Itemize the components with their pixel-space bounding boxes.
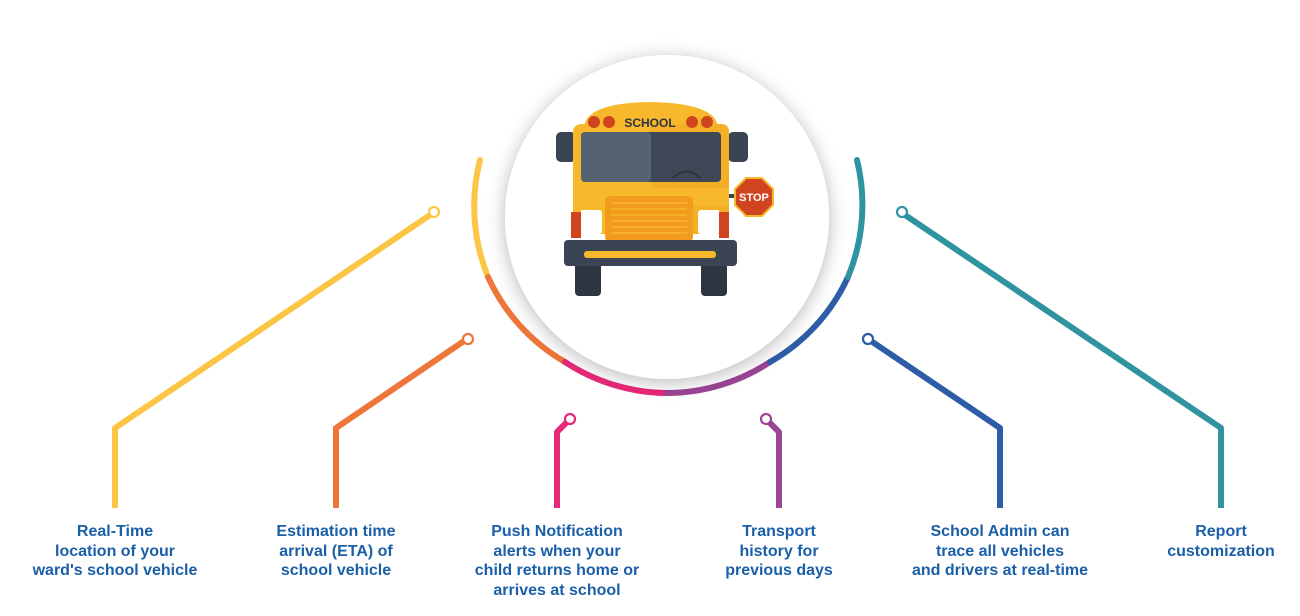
feature-transport-history: Transport history for previous days	[664, 522, 894, 581]
ring-arc-teal	[845, 157, 866, 280]
connector-eta	[333, 338, 466, 508]
feature-line: alerts when your	[493, 542, 621, 560]
connector-report-customization	[903, 212, 1224, 508]
feature-line: School Admin can	[930, 523, 1070, 540]
ring-arc-purple	[664, 359, 773, 396]
feature-line: Push Notification	[491, 523, 623, 540]
connector-admin-trace	[869, 338, 1003, 508]
ring-arc-blue	[767, 274, 851, 365]
feature-realtime-location: Real-Time location of your ward's school…	[0, 522, 230, 581]
endpoint-admin-trace	[861, 332, 875, 346]
feature-line: ward's school vehicle	[32, 562, 198, 579]
school-bus-icon: SCHOOL STOP	[556, 102, 774, 296]
feature-push-notification: Push Notification alerts when your child…	[442, 522, 672, 600]
feature-line: Transport	[742, 523, 816, 540]
connector-transport-history	[766, 419, 782, 508]
feature-line: customization	[1167, 542, 1275, 560]
ring-arc-pink	[562, 359, 670, 396]
endpoint-realtime-location	[427, 205, 441, 219]
endpoint-transport-history	[759, 412, 773, 426]
feature-eta: Estimation time arrival (ETA) of school …	[221, 522, 451, 581]
feature-line: previous days	[725, 562, 833, 579]
endpoint-report-customization	[895, 205, 909, 219]
feature-line: trace all vehicles	[935, 542, 1065, 560]
feature-line: school vehicle	[280, 562, 392, 579]
feature-line: arrives at school	[493, 581, 621, 599]
bus-sign-text: SCHOOL	[624, 116, 675, 130]
feature-line: location of your	[55, 542, 175, 560]
color-ring	[471, 157, 866, 396]
endpoint-eta	[461, 332, 475, 346]
stop-sign-text: STOP	[739, 192, 769, 204]
feature-line: and drivers at real-time	[911, 562, 1089, 579]
feature-line: history for	[739, 542, 819, 560]
ring-arc-yellow	[471, 157, 491, 280]
feature-line: Estimation time	[276, 523, 396, 540]
feature-line: arrival (ETA) of	[279, 542, 393, 560]
connector-realtime-location	[112, 212, 432, 508]
feature-line: Report	[1195, 523, 1247, 540]
feature-report-customization: Report customization	[1106, 522, 1300, 561]
feature-line: child returns home or	[474, 562, 640, 579]
endpoint-push-notification	[563, 412, 577, 426]
connector-push-notification	[554, 419, 570, 508]
feature-admin-trace: School Admin can trace all vehicles and …	[885, 522, 1115, 581]
feature-line: Real-Time	[76, 523, 154, 540]
ring-arc-orange	[485, 274, 568, 365]
